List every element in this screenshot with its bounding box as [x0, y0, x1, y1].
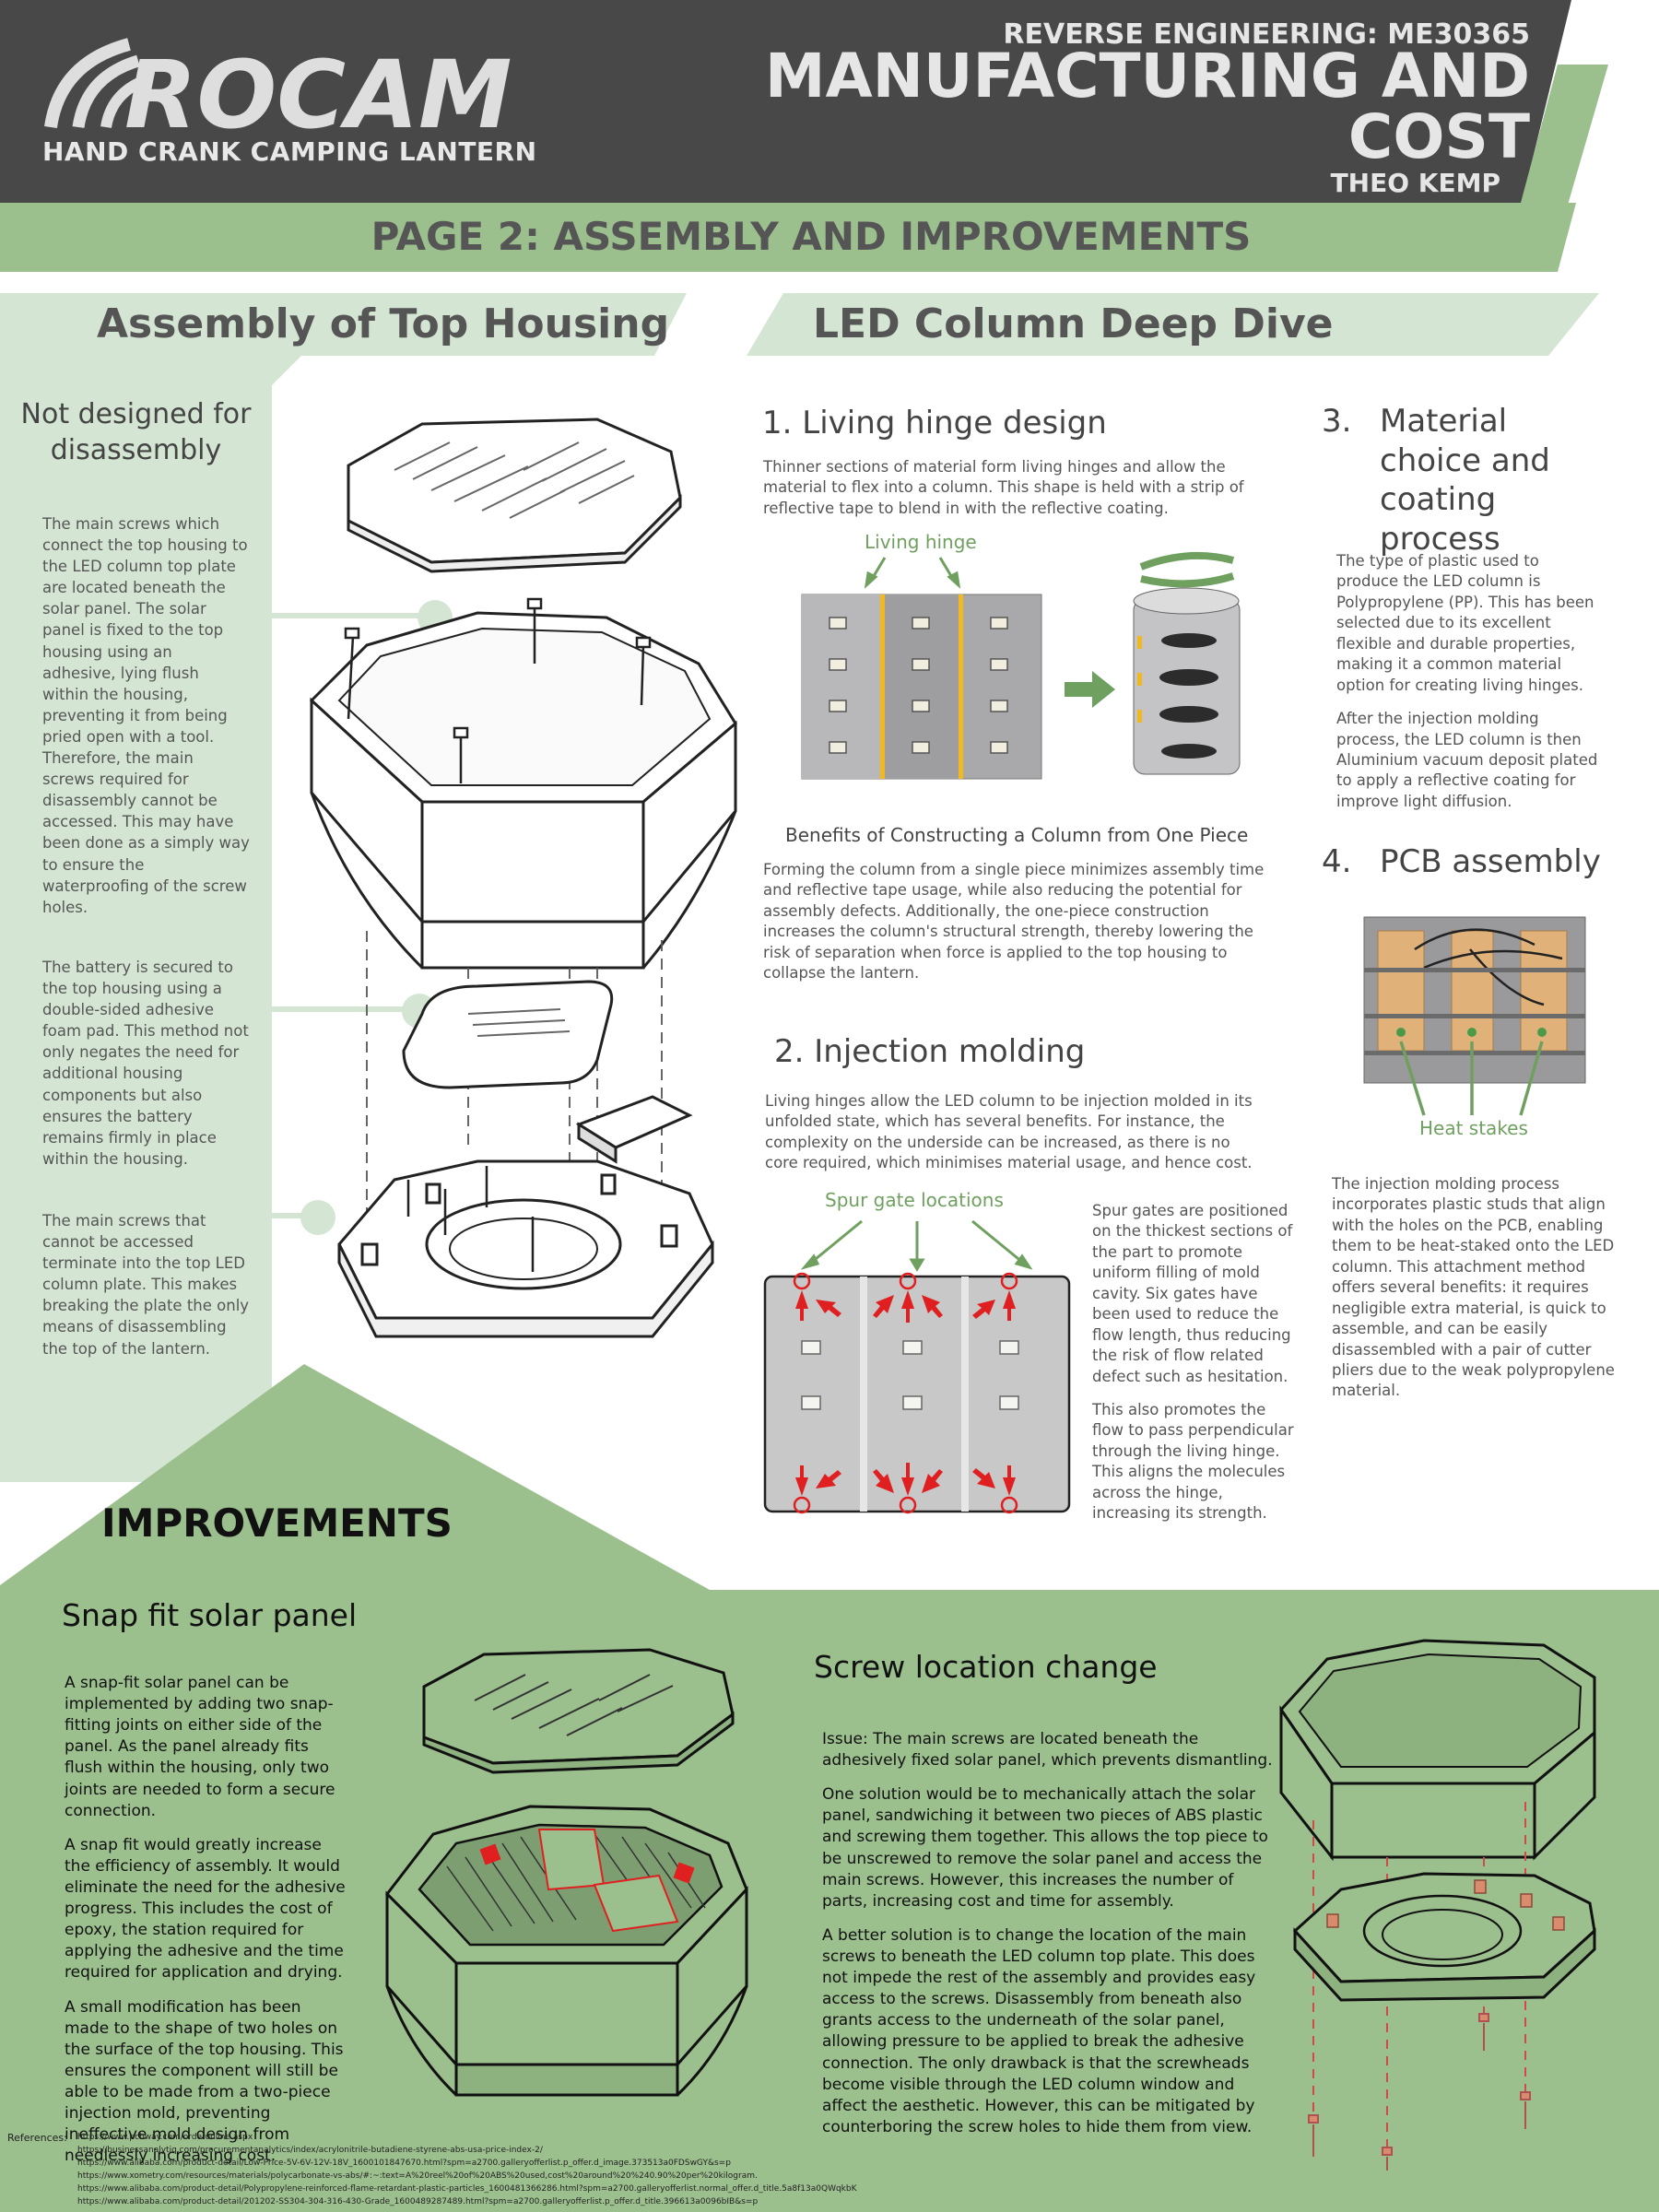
- flow-arrows: [795, 1290, 1016, 1496]
- reference-link[interactable]: https://www.pcbway.com/orderonline.aspx: [77, 2133, 253, 2142]
- living-hinge-body: Thinner sections of material form living…: [763, 458, 1244, 517]
- snap-joint-markers: [479, 1843, 695, 1884]
- benefits-body: Forming the column from a single piece m…: [763, 861, 1265, 982]
- screw-location-drawing: [1279, 1639, 1596, 2171]
- course-code: REVERSE ENGINEERING: ME30365: [1003, 18, 1530, 51]
- screw-para-2: One solution would be to mechanically at…: [822, 1785, 1268, 1911]
- screws: [1308, 2013, 1531, 2171]
- benefits-title: Benefits of Constructing a Column from O…: [785, 824, 1249, 846]
- reference-link[interactable]: https://businessanalytiq.com/procurement…: [77, 2145, 543, 2155]
- improvements-title: IMPROVEMENTS: [101, 1500, 453, 1546]
- snap-fit-para-3: A small modification has been made to th…: [65, 1997, 344, 2166]
- led-tab-title: LED Column Deep Dive: [813, 300, 1334, 347]
- snap-fit-drawing: [385, 1648, 748, 2097]
- connector-line: [272, 1213, 318, 1218]
- standoffs: [1326, 1879, 1565, 1931]
- spur-gate-text: Spur gates are positioned on the thickes…: [1092, 1201, 1295, 1537]
- spur-gate-para-1: Spur gates are positioned on the thickes…: [1092, 1202, 1293, 1385]
- references-label: References:: [7, 2132, 67, 2144]
- reference-link[interactable]: https://www.alibaba.com/product-detail/2…: [77, 2196, 759, 2206]
- living-hinge-title: 1. Living hinge design: [762, 405, 1107, 441]
- material-number: 3.: [1322, 403, 1352, 440]
- reference-link[interactable]: https://www.alibaba.com/product-detail/P…: [77, 2183, 857, 2194]
- injection-molding-body: Living hinges allow the LED column to be…: [765, 1092, 1253, 1172]
- subtitle-band: [0, 203, 1576, 272]
- screw: [453, 726, 469, 783]
- solar-panel: [347, 418, 682, 564]
- assembly-tab-title: Assembly of Top Housing: [97, 300, 670, 347]
- header-band: [0, 0, 1571, 207]
- injection-molding-title: 2. Injection molding: [774, 1033, 1086, 1070]
- pcb-number: 4.: [1322, 843, 1352, 880]
- living-hinge-label: Living hinge: [865, 531, 977, 553]
- assembly-para-2: The battery is secured to the top housin…: [42, 959, 249, 1168]
- rotate-icon: [1139, 551, 1235, 588]
- spur-gate-para-2: This also promotes the flow to pass perp…: [1092, 1400, 1294, 1523]
- logo-wordmark: ROCAM: [124, 41, 512, 150]
- screw-location-title: Screw location change: [814, 1649, 1158, 1685]
- material-para-1: The type of plastic used to produce the …: [1336, 552, 1594, 694]
- screw: [526, 597, 543, 664]
- material-text: The type of plastic used to produce the …: [1336, 551, 1604, 825]
- assembly-para-3: The main screws that cannot be accessed …: [42, 1212, 250, 1358]
- page-subtitle: PAGE 2: ASSEMBLY AND IMPROVEMENTS: [371, 214, 1252, 259]
- pcb-photo: [1363, 916, 1586, 1116]
- author: THEO KEMP: [1330, 168, 1500, 198]
- gate-markers: [793, 1272, 1018, 1514]
- arrow-icon: [1065, 671, 1115, 708]
- unfolded-led-column: [801, 594, 1042, 780]
- reference-link[interactable]: https://www.alibaba.com/product-detail/L…: [77, 2158, 731, 2168]
- screw-para-3: A better solution is to change the locat…: [822, 1925, 1256, 2136]
- product-name: HAND CRANK CAMPING LANTERN: [42, 136, 537, 167]
- assembly-para-1: The main screws which connect the top ho…: [42, 515, 250, 916]
- led-column-photos: [801, 551, 1241, 780]
- material-para-2: After the injection molding process, the…: [1336, 710, 1598, 810]
- spur-gate-label: Spur gate locations: [825, 1189, 1004, 1211]
- pcb-body: The injection molding process incorporat…: [1332, 1175, 1615, 1400]
- rocam-logo: ROCAM: [44, 38, 512, 150]
- assembly-heading: Not designed for disassembly: [20, 398, 252, 466]
- molded-column-plate: [763, 1275, 1071, 1513]
- material-title: Material choice and coating process: [1380, 403, 1550, 558]
- assembly-tab: [0, 293, 687, 356]
- exploded-assembly-drawing: [309, 418, 737, 1338]
- heat-stakes-label: Heat stakes: [1419, 1117, 1528, 1139]
- pcb-title: PCB assembly: [1380, 843, 1601, 880]
- snap-fit-para-1: A snap-fit solar panel can be implemente…: [65, 1674, 335, 1820]
- snap-fit-text: A snap-fit solar panel can be implemente…: [65, 1673, 346, 2180]
- screw: [635, 636, 652, 706]
- references-list: https://www.pcbway.com/orderonline.aspx …: [77, 2132, 857, 2209]
- screw-location-text: Issue: The main screws are located benea…: [822, 1729, 1274, 2151]
- reference-link[interactable]: https://www.xometry.com/resources/materi…: [77, 2171, 758, 2181]
- screw-para-1: Issue: The main screws are located benea…: [822, 1730, 1273, 1771]
- snap-fit-para-2: A snap fit would greatly increase the ef…: [65, 1835, 346, 1983]
- spur-gate-diagram: [763, 1219, 1071, 1514]
- led-tab: [747, 293, 1599, 356]
- screw: [344, 627, 360, 720]
- solar-panel: [422, 1648, 735, 1765]
- poster-title: MANUFACTURING AND COST: [764, 41, 1530, 172]
- connector-line: [272, 613, 433, 618]
- snap-fit-title: Snap fit solar panel: [62, 1597, 358, 1633]
- rolled-led-column: [1133, 587, 1241, 775]
- assembly-sidebar: [0, 293, 309, 1482]
- connector-dot: [300, 1200, 335, 1235]
- connector-line: [272, 1006, 419, 1012]
